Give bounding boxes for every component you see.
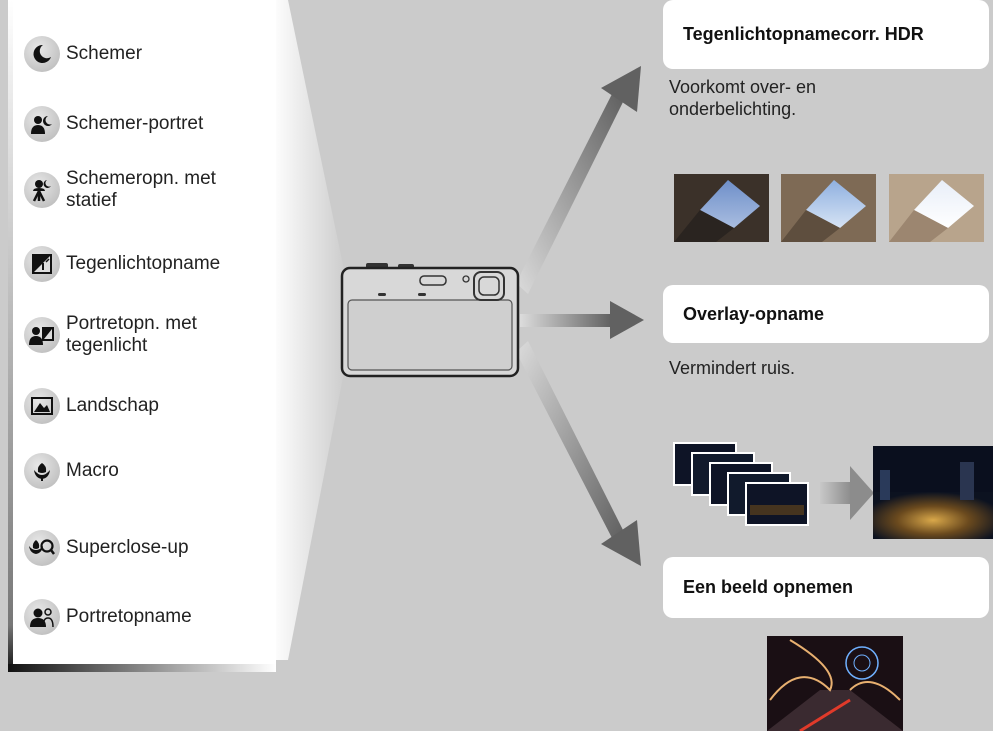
scene-item-schemeropn-statief: Schemeropn. met statief [24, 168, 216, 212]
backlight-icon [24, 246, 60, 282]
scene-label: Landschap [66, 395, 159, 416]
tripod-person-icon [24, 172, 60, 208]
scene-item-schemer: Schemer [24, 36, 142, 72]
flower-icon [24, 453, 60, 489]
hdr-photo-mid [781, 174, 876, 242]
funnel-shape [276, 0, 344, 660]
scene-label: Schemer [66, 43, 143, 64]
scene-item-portretopname: Portretopname [24, 599, 192, 635]
single-shot-photo [767, 636, 903, 731]
overlay-frame-stack [673, 442, 809, 526]
scene-item-superclose-up: Superclose-up [24, 530, 189, 566]
hdr-photo-dark [674, 174, 769, 242]
scene-item-portretopn-tegenlicht: Portretopn. met tegenlicht [24, 313, 197, 357]
moon-icon [24, 36, 60, 72]
panel-left-edge [8, 0, 13, 672]
portrait-icon [24, 599, 60, 635]
scene-item-schemer-portret: Schemer-portret [24, 106, 203, 142]
scene-label: Portretopname [66, 606, 192, 627]
scene-item-tegenlichtopname: Tegenlichtopname [24, 246, 220, 282]
overlay-description: Vermindert ruis. [669, 358, 796, 378]
scene-label: Schemer-portret [66, 113, 204, 134]
arrow-overlay-merge [820, 466, 874, 520]
single-shot-card-title: Een beeld opnemen [663, 557, 989, 618]
landscape-icon [24, 388, 60, 424]
panel-bottom-edge [8, 664, 276, 672]
camera-illustration [340, 263, 520, 378]
scene-mode-list: Schemer Schemer-portret Schemeropn. met … [10, 0, 276, 672]
arrow-to-hdr [516, 66, 641, 294]
arrow-to-overlay [520, 301, 644, 339]
person-moon-icon [24, 106, 60, 142]
flower-magnifier-icon [24, 530, 60, 566]
hdr-card-title: Tegenlichtopnamecorr. HDR [663, 0, 989, 69]
overlay-card-title: Overlay-opname [663, 285, 989, 343]
scene-item-macro: Macro [24, 453, 119, 489]
hdr-photo-bright [889, 174, 984, 242]
overlay-result-photo [873, 446, 993, 539]
scene-label: Superclose-up [66, 537, 189, 558]
arrow-to-single [516, 341, 641, 566]
backlight-portrait-icon [24, 317, 60, 353]
scene-label: Schemeropn. met statief [66, 168, 216, 211]
scene-label: Portretopn. met tegenlicht [66, 313, 197, 356]
scene-label: Tegenlichtopname [66, 253, 221, 274]
scene-item-landschap: Landschap [24, 388, 159, 424]
scene-label: Macro [66, 460, 119, 481]
hdr-description: Voorkomt over- en onderbelichting. [669, 77, 817, 119]
